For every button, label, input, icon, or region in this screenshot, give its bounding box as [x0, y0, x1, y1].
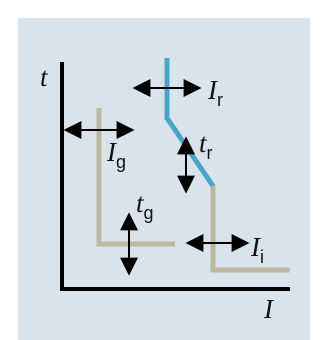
- x-axis-label: I: [263, 294, 275, 324]
- ig-label-sub: g: [116, 152, 126, 172]
- axes: [60, 62, 290, 291]
- adjustable-trip-curve: [164, 58, 216, 188]
- ii-label-sub: i: [260, 247, 264, 267]
- ii-label: Ii: [250, 232, 264, 267]
- ig-label: Ig: [106, 137, 126, 172]
- diagram-background: [18, 18, 310, 340]
- tg-label-main: t: [136, 188, 145, 218]
- ig-label-main: I: [106, 137, 118, 167]
- tr-label-sub: r: [207, 143, 213, 163]
- ir-label: Ir: [207, 75, 223, 110]
- main-trip-curve: [210, 184, 290, 273]
- ir-label-sub: r: [217, 90, 223, 110]
- tg-label-sub: g: [144, 203, 154, 223]
- ir-label-main: I: [207, 75, 219, 105]
- y-axis-label: t: [40, 62, 49, 92]
- tr-label-main: t: [199, 128, 208, 158]
- tg-label: tg: [136, 188, 154, 223]
- tr-label: tr: [199, 128, 213, 163]
- ii-label-main: I: [250, 232, 262, 262]
- ground-fault-curve: [96, 108, 175, 247]
